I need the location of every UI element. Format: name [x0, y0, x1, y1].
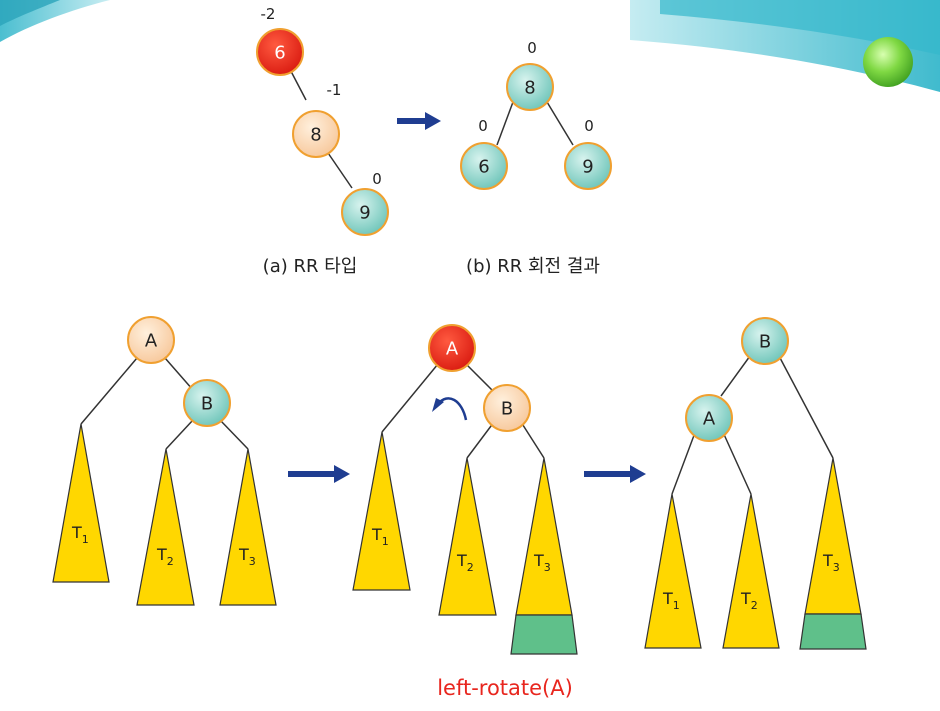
subtree-label: T3 — [822, 551, 840, 574]
caption-rr-type: (a) RR 타입 — [263, 256, 358, 277]
tree-node — [506, 63, 554, 111]
rr-result-tree: 8 0 6 0 9 0 (b) RR 회전 결과 — [460, 39, 612, 277]
subtree-triangle — [136, 448, 195, 606]
subtree-new-level — [510, 614, 578, 655]
tree-node — [183, 379, 231, 427]
caption-rr-result: (b) RR 회전 결과 — [466, 256, 600, 277]
balance-factor: -2 — [261, 5, 276, 23]
subtree-label: T2 — [156, 545, 174, 568]
balance-factor: 0 — [527, 39, 537, 57]
tree-node — [483, 384, 531, 432]
rotate-arrow-head — [432, 398, 444, 412]
balance-factor: 0 — [478, 117, 488, 135]
node-label: 6 — [478, 157, 489, 178]
subtree-triangle — [644, 493, 702, 649]
operation-label: left-rotate(A) — [437, 676, 573, 700]
tree-node — [741, 317, 789, 365]
node-label: 8 — [524, 78, 535, 99]
rr-type-tree: 6 -2 8 -1 9 0 (a) RR 타입 — [256, 5, 389, 277]
subtree-new-level — [799, 613, 867, 650]
subtree-label: T1 — [662, 589, 680, 612]
subtree-triangle — [804, 457, 862, 615]
subtree-label: T3 — [238, 545, 256, 568]
subtree-triangle — [515, 457, 573, 616]
arrow-right-icon — [397, 112, 441, 130]
balance-factor: 0 — [584, 117, 594, 135]
decorative-wave-right — [630, 0, 940, 92]
balance-factor: 0 — [372, 170, 382, 188]
node-label: A — [446, 339, 459, 360]
decorative-green-ball — [863, 37, 913, 87]
node-label: B — [201, 394, 213, 415]
subtree-triangle — [438, 457, 497, 616]
node-label: A — [145, 331, 158, 352]
decorative-wave-left — [0, 0, 110, 42]
before-rotation-tree: T1 T2 T3 A B — [52, 316, 277, 606]
subtree-triangle — [219, 448, 277, 606]
subtree-label: T3 — [533, 551, 551, 574]
node-label: 9 — [359, 203, 370, 224]
node-label: B — [759, 332, 771, 353]
subtree-label: T2 — [740, 589, 758, 612]
subtree-triangle — [722, 493, 780, 649]
node-label: 6 — [274, 43, 285, 64]
subtree-label: T1 — [71, 523, 89, 546]
node-label: B — [501, 399, 513, 420]
balance-factor: -1 — [327, 81, 342, 99]
tree-node — [256, 28, 304, 76]
node-label: 8 — [310, 125, 321, 146]
tree-node — [341, 188, 389, 236]
subtree-triangle — [52, 423, 110, 583]
after-rotation-tree: T1 T2 T3 B A — [644, 317, 867, 650]
arrow-right-icon — [288, 465, 350, 483]
tree-node — [564, 142, 612, 190]
tree-node — [292, 110, 340, 158]
node-label: 9 — [582, 157, 593, 178]
during-rotation-tree: T1 T2 T3 A B left-rotate(A) — [352, 324, 578, 700]
tree-node — [685, 394, 733, 442]
subtree-triangle — [352, 431, 411, 591]
tree-node — [460, 142, 508, 190]
node-label: A — [703, 409, 716, 430]
arrow-right-icon — [584, 465, 646, 483]
tree-node — [127, 316, 175, 364]
subtree-label: T1 — [371, 525, 389, 548]
subtree-label: T2 — [456, 551, 474, 574]
tree-node — [428, 324, 476, 372]
